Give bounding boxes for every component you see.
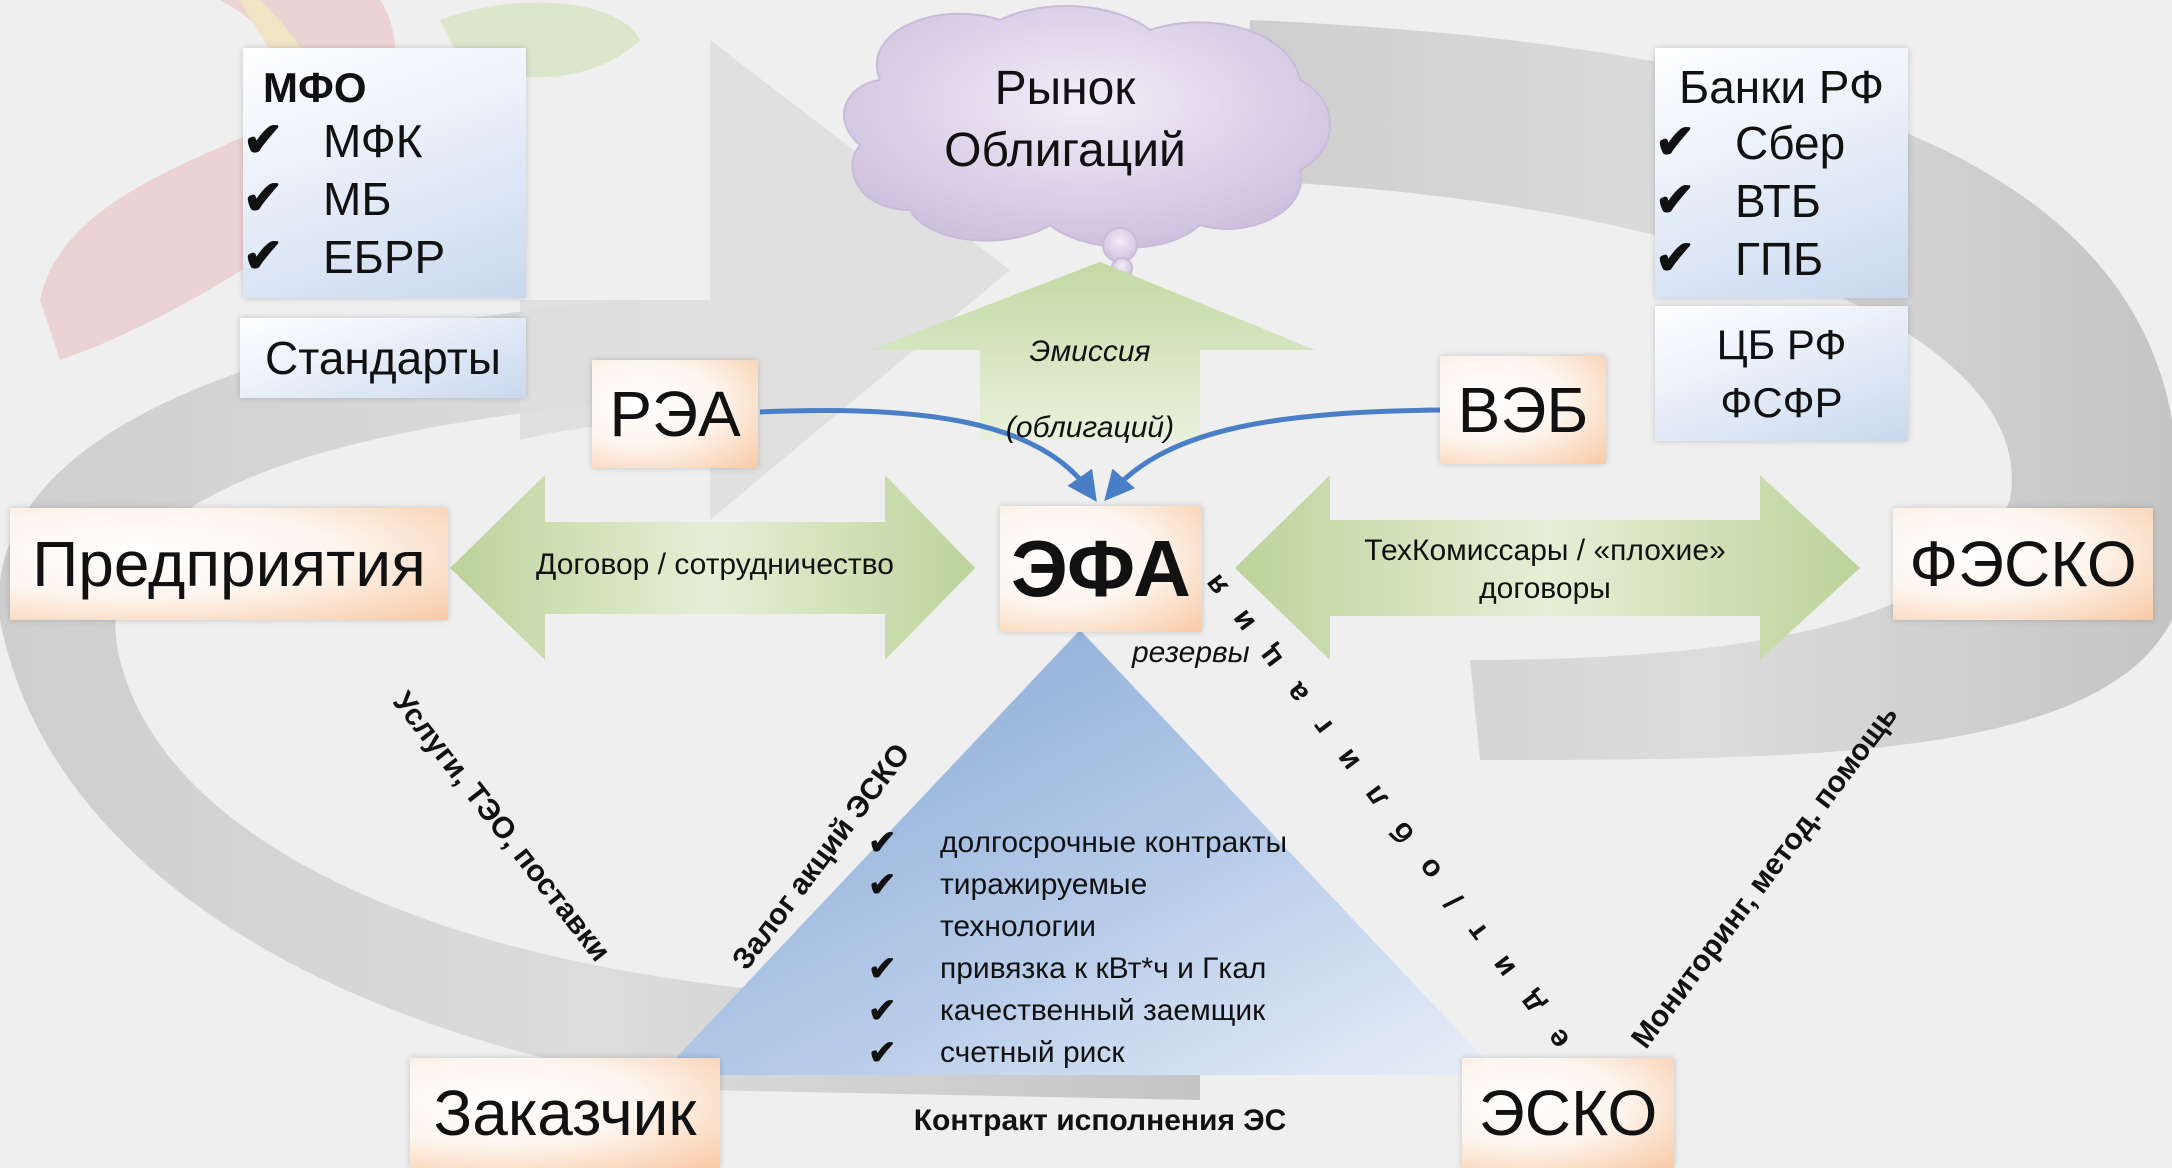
check-placeholder bbox=[868, 906, 940, 948]
regulators-line1: ЦБ РФ bbox=[1716, 321, 1847, 368]
veb-connector bbox=[1104, 407, 1441, 502]
reserves-label: резервы bbox=[1132, 636, 1250, 669]
banks-item-label: Сбер bbox=[1735, 117, 1846, 169]
techcom-line1: ТехКомиссары / «плохие» bbox=[1364, 534, 1726, 567]
banks-item-label: ВТБ bbox=[1735, 175, 1821, 227]
techcom-double-arrow bbox=[1235, 475, 1860, 660]
check-icon: ✔ bbox=[243, 230, 284, 283]
veb-label: ВЭБ bbox=[1457, 374, 1589, 446]
emission-line2: (облигаций) bbox=[1005, 411, 1175, 444]
banks-item: ✔ ГПБ bbox=[1655, 230, 1908, 288]
standards-label: Стандарты bbox=[265, 332, 501, 384]
triangle-item-label: привязка к кВт*ч и Гкал bbox=[940, 952, 1267, 985]
mfo-item-label: МФК bbox=[323, 115, 423, 167]
banks-item-label: ГПБ bbox=[1735, 233, 1824, 285]
emission-arrow bbox=[870, 262, 1315, 440]
mfo-item: ✔ ЕБРР bbox=[243, 228, 526, 286]
efa-triangle bbox=[660, 630, 1500, 1075]
triangle-item: ✔ качественный заемщик bbox=[868, 990, 1308, 1032]
contract-label: Контракт исполнения ЭС bbox=[913, 1104, 1287, 1137]
check-icon: ✔ bbox=[1655, 174, 1696, 227]
efa-box: ЭФА bbox=[1000, 506, 1202, 632]
efa-label: ЭФА bbox=[1011, 524, 1191, 613]
bond-market-label: Рынок Облигаций bbox=[900, 58, 1230, 182]
esko-label: ЭСКО bbox=[1478, 1077, 1658, 1149]
triangle-item-label: долгосрочные контракты bbox=[940, 826, 1288, 859]
bond-market-line1: Рынок bbox=[994, 62, 1136, 115]
check-icon: ✔ bbox=[1655, 232, 1696, 285]
banks-box: Банки РФ ✔ Сбер ✔ ВТБ ✔ ГПБ bbox=[1655, 48, 1908, 298]
agreement-label: Договор / сотрудничество bbox=[536, 548, 894, 581]
rea-connector bbox=[759, 407, 1097, 502]
mfo-item-label: ЕБРР bbox=[323, 231, 446, 283]
enterprises-box: Предприятия bbox=[10, 508, 448, 620]
techcom-line2: договоры bbox=[1479, 572, 1611, 605]
emission-line1: Эмиссия bbox=[1029, 335, 1151, 368]
mfo-item-label: МБ bbox=[323, 173, 392, 225]
techcom-label: ТехКомиссары / «плохие» договоры bbox=[1300, 532, 1790, 608]
mfo-item: ✔ МБ bbox=[243, 170, 526, 228]
triangle-item-label: счетный риск bbox=[940, 1036, 1125, 1069]
check-icon: ✔ bbox=[868, 992, 897, 1030]
fesko-box: ФЭСКО bbox=[1893, 508, 2153, 620]
check-icon: ✔ bbox=[868, 866, 897, 904]
bond-market-line2: Облигаций bbox=[944, 124, 1186, 177]
banks-title: Банки РФ bbox=[1679, 61, 1884, 113]
banks-item: ✔ ВТБ bbox=[1655, 172, 1908, 230]
check-icon: ✔ bbox=[868, 1034, 897, 1072]
triangle-item-label: технологии bbox=[940, 910, 1097, 943]
regulators-box: ЦБ РФ ФСФР bbox=[1655, 306, 1908, 441]
fesko-label: ФЭСКО bbox=[1909, 528, 2137, 600]
esko-box: ЭСКО bbox=[1462, 1058, 1674, 1168]
triangle-item: ✔ привязка к кВт*ч и Гкал bbox=[868, 948, 1308, 990]
mfo-title: МФО bbox=[263, 64, 367, 111]
banks-item: ✔ Сбер bbox=[1655, 114, 1908, 172]
check-icon: ✔ bbox=[1655, 116, 1696, 169]
enterprises-label: Предприятия bbox=[32, 528, 426, 600]
triangle-item: ✔ тиражируемые bbox=[868, 864, 1308, 906]
triangle-item-label: тиражируемые bbox=[940, 868, 1148, 901]
rea-label: РЭА bbox=[609, 378, 741, 450]
check-icon: ✔ bbox=[868, 824, 897, 862]
mfo-item: ✔ МФК bbox=[243, 112, 526, 170]
mfo-box: МФО ✔ МФК ✔ МБ ✔ ЕБРР bbox=[243, 48, 526, 298]
veb-box: ВЭБ bbox=[1440, 356, 1606, 464]
regulators-line2: ФСФР bbox=[1720, 379, 1843, 426]
check-icon: ✔ bbox=[243, 114, 284, 167]
rea-box: РЭА bbox=[592, 360, 758, 468]
customer-label: Заказчик bbox=[433, 1077, 697, 1149]
emission-label: Эмиссия (облигаций) bbox=[980, 314, 1200, 466]
agreement-double-arrow bbox=[450, 475, 975, 660]
triangle-item: технологии bbox=[868, 906, 1308, 948]
check-icon: ✔ bbox=[243, 172, 284, 225]
standards-box: Стандарты bbox=[240, 318, 526, 398]
triangle-list: ✔ долгосрочные контракты ✔ тиражируемые … bbox=[868, 822, 1308, 1074]
triangle-item-label: качественный заемщик bbox=[940, 994, 1266, 1027]
check-icon: ✔ bbox=[868, 950, 897, 988]
triangle-item: ✔ счетный риск bbox=[868, 1032, 1308, 1074]
triangle-item: ✔ долгосрочные контракты bbox=[868, 822, 1308, 864]
customer-box: Заказчик bbox=[410, 1058, 720, 1168]
